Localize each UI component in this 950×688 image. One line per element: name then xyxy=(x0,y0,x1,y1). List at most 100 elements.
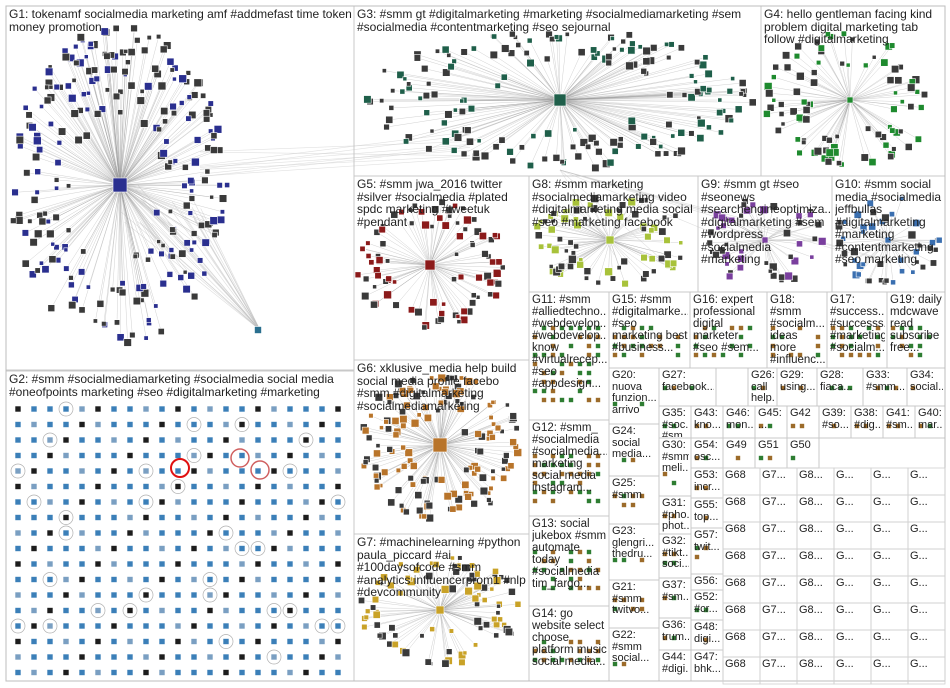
node xyxy=(778,102,784,108)
node xyxy=(130,332,136,338)
node xyxy=(796,213,802,219)
node xyxy=(587,344,592,349)
node xyxy=(493,144,499,150)
node xyxy=(84,55,88,59)
node xyxy=(708,229,714,235)
node xyxy=(694,80,698,84)
node xyxy=(31,577,37,583)
node xyxy=(551,559,556,564)
node xyxy=(841,31,846,36)
node xyxy=(31,546,37,552)
node xyxy=(554,94,566,106)
node xyxy=(678,45,684,51)
node xyxy=(554,35,559,40)
node xyxy=(831,335,836,340)
node xyxy=(663,552,668,557)
node xyxy=(143,499,149,505)
node xyxy=(319,608,325,614)
node xyxy=(175,561,181,567)
node xyxy=(207,623,213,629)
node xyxy=(128,48,135,55)
node xyxy=(489,486,494,491)
node xyxy=(303,406,309,412)
node xyxy=(400,415,408,423)
node xyxy=(771,344,776,349)
node xyxy=(900,344,905,349)
node xyxy=(447,53,451,57)
node xyxy=(393,633,398,638)
node xyxy=(95,468,101,474)
node xyxy=(271,453,277,459)
node xyxy=(159,515,165,521)
node xyxy=(448,214,452,218)
node xyxy=(455,399,460,404)
node xyxy=(542,326,547,331)
node xyxy=(567,263,573,269)
node xyxy=(207,546,213,552)
panel-g43 xyxy=(691,406,723,438)
node xyxy=(494,633,499,638)
node xyxy=(590,47,596,53)
node xyxy=(255,654,261,660)
node xyxy=(814,39,820,45)
node xyxy=(369,413,374,418)
node xyxy=(578,640,583,645)
node xyxy=(223,608,229,614)
node xyxy=(175,608,181,614)
node xyxy=(442,222,449,229)
node xyxy=(750,202,756,208)
node xyxy=(768,269,772,273)
node xyxy=(587,463,592,468)
node xyxy=(39,261,43,265)
node xyxy=(840,353,845,358)
node xyxy=(164,139,169,144)
node xyxy=(303,561,309,567)
node xyxy=(366,435,372,441)
node xyxy=(748,344,753,349)
node xyxy=(432,383,439,390)
node xyxy=(31,623,37,629)
node xyxy=(370,301,377,308)
node xyxy=(418,96,422,100)
node xyxy=(463,651,467,655)
node xyxy=(433,438,447,452)
node xyxy=(796,114,803,121)
node xyxy=(724,242,728,246)
node xyxy=(533,499,538,504)
node xyxy=(441,585,449,593)
node xyxy=(51,242,55,246)
node xyxy=(704,638,709,643)
node xyxy=(456,504,463,511)
node xyxy=(473,379,478,384)
node xyxy=(596,658,601,663)
node xyxy=(450,506,456,512)
node xyxy=(175,468,181,474)
node xyxy=(223,577,229,583)
node xyxy=(375,272,382,279)
node xyxy=(143,437,149,443)
node xyxy=(393,432,399,438)
node xyxy=(489,434,495,440)
node xyxy=(460,402,464,406)
node xyxy=(761,386,766,391)
node xyxy=(596,586,601,591)
node xyxy=(697,119,705,127)
node xyxy=(15,468,21,474)
node xyxy=(159,422,165,428)
edge xyxy=(888,240,933,263)
node xyxy=(867,326,872,331)
node xyxy=(568,240,573,245)
node xyxy=(143,468,149,474)
node xyxy=(426,572,433,579)
node xyxy=(640,494,645,499)
node xyxy=(31,670,37,676)
node xyxy=(672,386,677,391)
node xyxy=(217,216,224,223)
node xyxy=(113,25,119,31)
edge xyxy=(888,199,902,240)
node xyxy=(362,624,368,630)
node xyxy=(63,406,69,412)
node xyxy=(587,326,592,331)
node xyxy=(560,371,565,376)
node xyxy=(411,419,419,427)
